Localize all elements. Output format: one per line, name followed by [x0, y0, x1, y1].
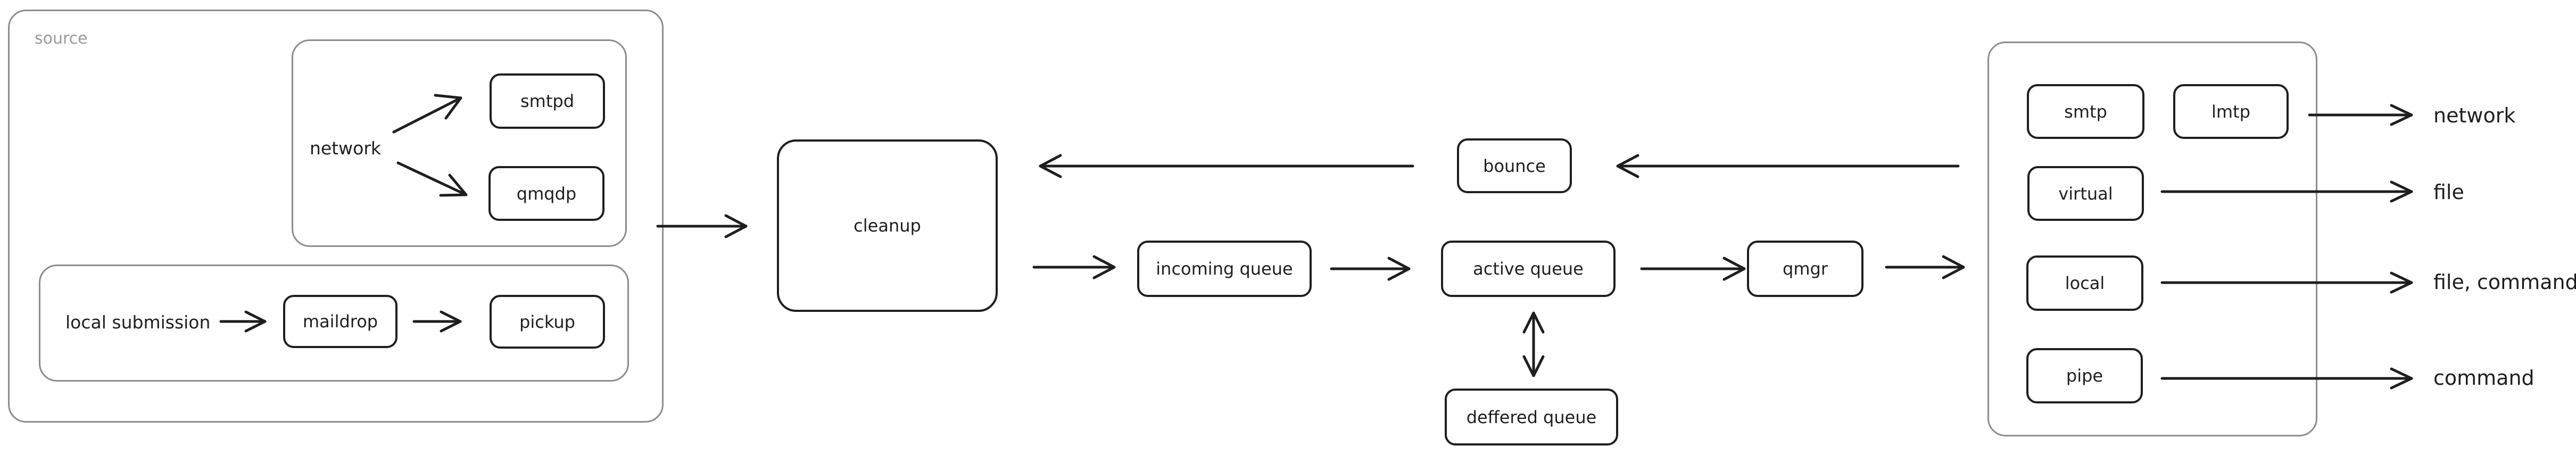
- arrowhead-smtpd: [434, 94, 462, 120]
- arrowhead-bounce: [1616, 154, 1639, 178]
- qmgr-node: qmgr: [1747, 241, 1863, 297]
- arrowhead-agents: [1942, 255, 1965, 279]
- command-output-label: command: [2433, 366, 2534, 390]
- file-output-label: file: [2433, 180, 2464, 204]
- network-output-label: network: [2433, 104, 2516, 127]
- delivery-agents-group: [1987, 42, 2317, 436]
- network-input-label: network: [310, 138, 382, 159]
- local-submission-label: local submission: [65, 312, 211, 333]
- arrowhead-command: [2390, 367, 2413, 390]
- source-group-label: source: [35, 29, 88, 48]
- arrowhead-qmgr: [1722, 257, 1746, 281]
- arrowhead-file: [2390, 180, 2413, 203]
- qmqdp-node: qmqdp: [488, 166, 604, 221]
- smtp-node: smtp: [2027, 84, 2144, 139]
- pickup-node: pickup: [490, 295, 605, 349]
- maildrop-node: maildrop: [283, 295, 397, 348]
- lmtp-node: lmtp: [2173, 84, 2289, 139]
- smtpd-node: smtpd: [490, 73, 605, 129]
- arrowhead-maildrop: [244, 310, 267, 333]
- local-node: local: [2026, 255, 2143, 311]
- pipe-node: pipe: [2026, 348, 2143, 403]
- local-submission-subgroup: [39, 265, 629, 382]
- deferred-queue-node: deffered queue: [1445, 389, 1618, 445]
- network-subgroup: [292, 39, 627, 247]
- arrowhead-deferred-up: [1522, 311, 1545, 334]
- edge-network-to-qmqdp: [396, 161, 468, 196]
- active-queue-node: active queue: [1441, 241, 1616, 297]
- arrowhead-bounce-cleanup: [1039, 154, 1062, 178]
- arrowhead-cleanup: [724, 214, 748, 238]
- incoming-queue-node: incoming queue: [1137, 241, 1312, 297]
- source-group: [8, 10, 664, 423]
- arrowhead-network: [2390, 104, 2413, 126]
- file-command-output-label: file, command: [2433, 270, 2576, 294]
- arrowhead-qmqdp: [439, 174, 468, 197]
- arrowhead-active: [1387, 257, 1411, 281]
- arrowhead-pickup: [440, 310, 462, 333]
- bounce-node: bounce: [1457, 138, 1572, 193]
- arrowhead-filecommand: [2390, 271, 2413, 294]
- arrowhead-deferred-down: [1522, 355, 1545, 377]
- arrowhead-incoming: [1092, 255, 1116, 279]
- virtual-node: virtual: [2027, 166, 2144, 221]
- edge-network-to-smtpd: [392, 96, 462, 134]
- cleanup-node: cleanup: [777, 139, 998, 312]
